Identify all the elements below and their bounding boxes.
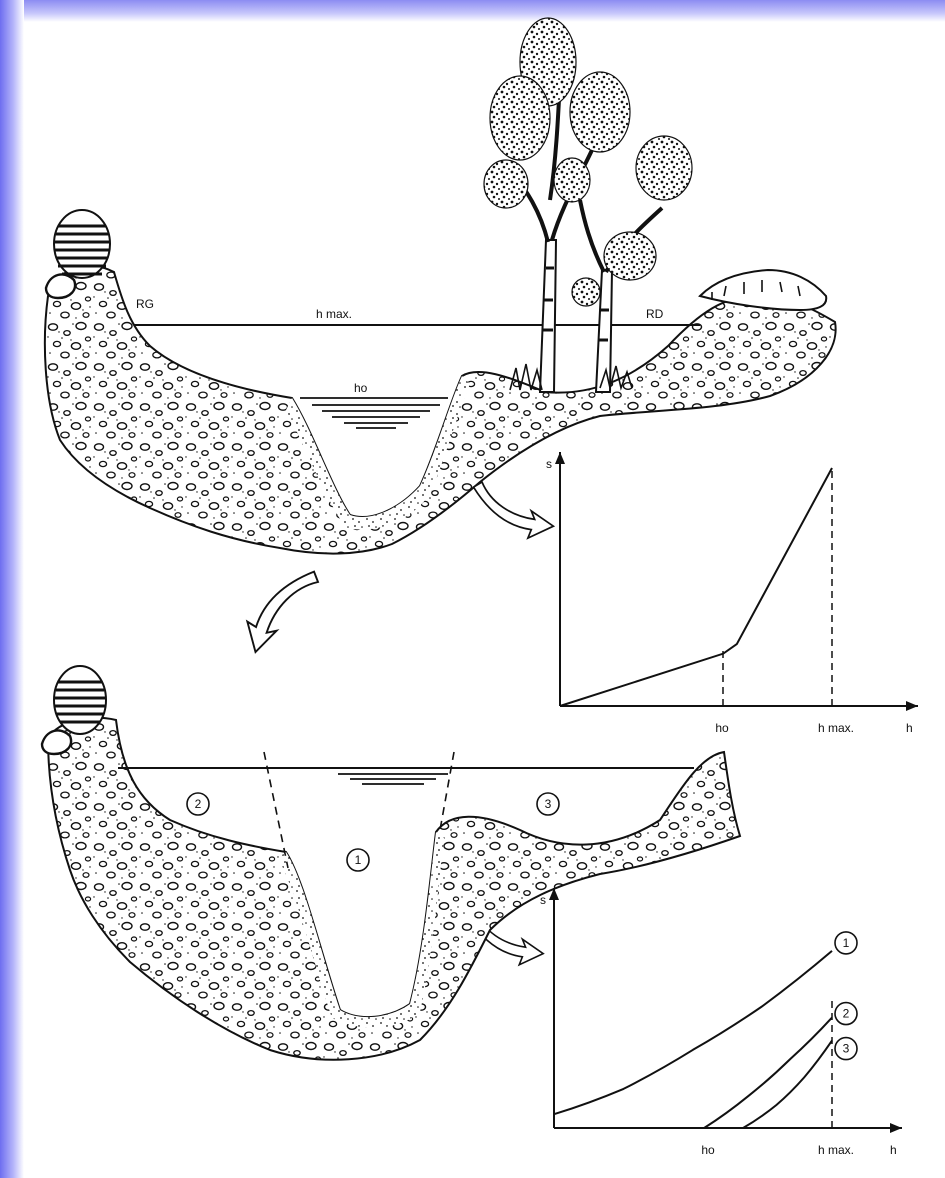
x-tick-label: h max. [818, 1143, 854, 1157]
lower-cross-section: 2 1 3 [42, 666, 740, 1060]
curved-arrow-icon [242, 562, 319, 661]
zone-divider-right [440, 752, 454, 830]
zone-marker-2: 2 [187, 793, 209, 815]
svg-text:2: 2 [195, 797, 202, 811]
upper-riverbed-gravel [45, 266, 836, 554]
x-tick-label: h max. [818, 721, 854, 735]
x-axis-label: h [906, 721, 913, 735]
high-water-label: h max. [316, 307, 352, 321]
y-axis-arrowhead [555, 452, 565, 464]
left-bank-label: RG [136, 297, 154, 311]
upper-cross-section: RG RD h max. ho [45, 18, 836, 554]
x-axis-arrowhead [906, 701, 918, 711]
y-axis-label: s [540, 893, 546, 907]
series-line-3 [743, 1041, 832, 1128]
series-label: 2 [843, 1007, 850, 1021]
series-line-1 [560, 468, 832, 706]
curved-arrow-icon [474, 482, 554, 538]
series-label: 3 [843, 1042, 850, 1056]
low-water-label: ho [354, 381, 368, 395]
birch-tree-icon [484, 18, 692, 392]
y-axis-label: s [546, 457, 552, 471]
lower-chart: s h ho h max. 1 2 3 [540, 888, 902, 1157]
water-surface [338, 774, 448, 784]
low-water-surface [300, 398, 448, 428]
right-bank-label: RD [646, 307, 664, 321]
zone-marker-3: 3 [537, 793, 559, 815]
upper-chart: s h ho h max. [546, 452, 918, 735]
x-axis-label: h [890, 1143, 897, 1157]
x-axis-arrowhead [890, 1123, 902, 1133]
series-label: 1 [843, 936, 850, 950]
x-tick-label: ho [701, 1143, 715, 1157]
series-line-1 [554, 951, 832, 1114]
svg-text:1: 1 [355, 853, 362, 867]
zone-marker-1: 1 [347, 849, 369, 871]
x-tick-label: ho [715, 721, 729, 735]
lower-riverbed-gravel [48, 718, 740, 1060]
svg-text:3: 3 [545, 797, 552, 811]
